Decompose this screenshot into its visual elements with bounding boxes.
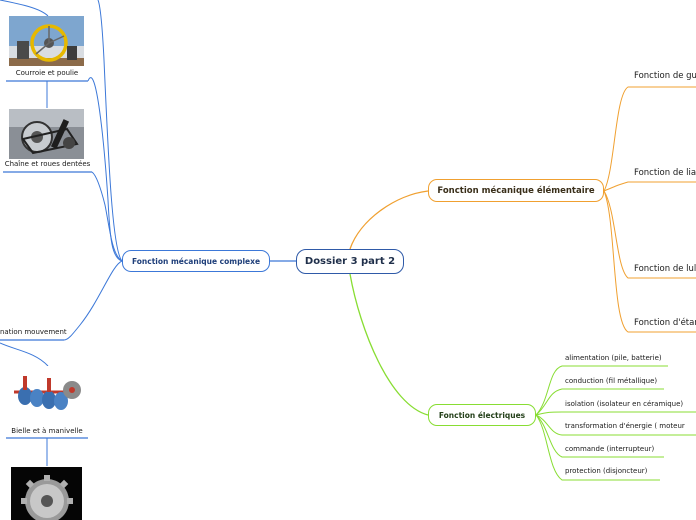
transformation-mouvement-label[interactable]: nation mouvement <box>0 328 67 336</box>
root-label: Dossier 3 part 2 <box>305 256 395 267</box>
connector-root-elec <box>350 274 428 415</box>
meca-node[interactable]: Fonction mécanique élémentaire <box>428 179 604 202</box>
link-transfo-bielle <box>0 343 48 366</box>
meca-label: Fonction mécanique élémentaire <box>437 186 594 196</box>
connector-meca-4 <box>604 191 696 332</box>
meca-child-liaison[interactable]: Fonction de lia <box>634 168 696 178</box>
connector-meca-2 <box>604 182 696 191</box>
connector-elec-3 <box>536 412 696 415</box>
bike-chain-caption[interactable]: Chaîne et roues dentées <box>3 160 92 168</box>
connector-root-meca <box>350 191 428 249</box>
connector-complex-belt <box>88 78 122 261</box>
elec-child-alimentation[interactable]: alimentation (pile, batterie) <box>565 354 662 362</box>
meca-child-guidage[interactable]: Fonction de gu <box>634 71 696 81</box>
bike-chain-image <box>9 109 84 159</box>
elec-node[interactable]: Fonction électriques <box>428 404 536 426</box>
root-node[interactable]: Dossier 3 part 2 <box>296 249 404 274</box>
belt-pulley-image <box>9 16 84 66</box>
bielle-caption[interactable]: Bielle et à manivelle <box>6 427 88 435</box>
meca-child-lubrification[interactable]: Fonction de lul <box>634 264 696 274</box>
gear-image <box>11 467 82 520</box>
crankshaft-image <box>9 366 84 420</box>
elec-child-transformation[interactable]: transformation d'énergie ( moteur <box>565 422 685 430</box>
elec-child-conduction[interactable]: conduction (fil métallique) <box>565 377 657 385</box>
elec-label: Fonction électriques <box>439 411 525 420</box>
elec-child-commande[interactable]: commande (interrupteur) <box>565 445 654 453</box>
belt-pulley-caption[interactable]: Courroie et poulie <box>6 69 88 77</box>
complex-node[interactable]: Fonction mécanique complexe <box>122 250 270 272</box>
elec-child-protection[interactable]: protection (disjoncteur) <box>565 467 647 475</box>
meca-child-etancheite[interactable]: Fonction d'étan <box>634 318 696 328</box>
link-top <box>0 0 48 16</box>
elec-child-isolation[interactable]: isolation (isolateur en céramique) <box>565 400 683 408</box>
connector-complex-transfo <box>64 261 122 340</box>
complex-label: Fonction mécanique complexe <box>132 257 260 266</box>
